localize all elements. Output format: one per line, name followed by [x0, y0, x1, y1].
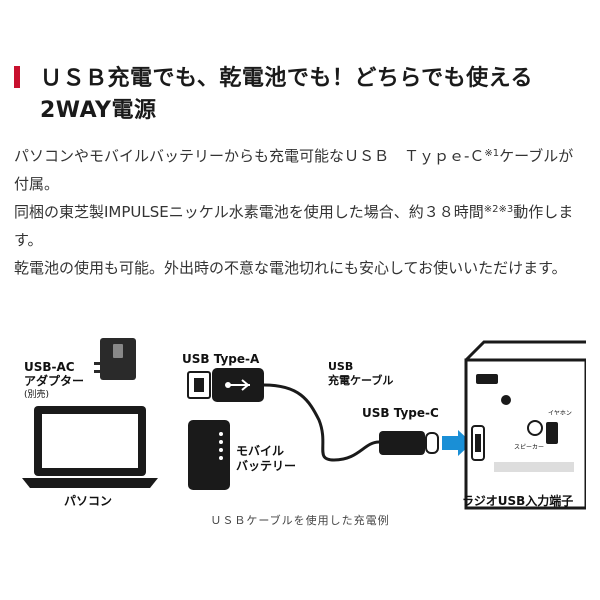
usb-type-a-plug-icon — [187, 368, 264, 402]
pc-label: パソコン — [64, 494, 113, 508]
figure-caption: ＵＳＢケーブルを使用した充電例 — [210, 514, 390, 527]
usb-type-c-plug-icon — [379, 431, 439, 455]
paragraph-battery-life: 同梱の東芝製IMPULSEニッケル水素電池を使用した場合、約３８時間※2※3動作… — [14, 203, 574, 249]
speaker-label: スピーカー — [514, 444, 545, 451]
heading-line-2: 2WAY電源 — [40, 98, 157, 123]
mobile-battery-icon — [188, 420, 230, 490]
paragraph-cable: パソコンやモバイルバッテリーからも充電可能なＵＳＢ Ｔｙｐｅ-Ｃ※1ケーブルが付… — [14, 147, 574, 193]
earphone-label: イヤホン — [548, 410, 572, 417]
laptop-icon — [22, 406, 158, 488]
usb-type-a-label: USB Type-A — [182, 352, 260, 366]
charging-diagram: USB-AC アダプター (別売) パソコン USB Type-A USB 充電… — [14, 330, 586, 512]
usb-cable-line — [263, 383, 380, 462]
radio-usb-port-label: ラジオUSB入力端子 — [462, 494, 574, 508]
diagram-illustration — [22, 338, 586, 510]
paragraph-dry-cell: 乾電池の使用も可能。外出時の不意な電池切れにも安心してお使いいただけます。 — [14, 259, 567, 277]
ac-adapter-icon — [94, 338, 136, 380]
radio-device-icon — [464, 340, 586, 510]
usb-ac-adapter-label: USB-AC アダプター (別売) — [24, 360, 85, 400]
heading-accent-bar — [14, 66, 20, 88]
usb-type-c-label: USB Type-C — [362, 406, 439, 420]
mobile-battery-label: モバイル バッテリー — [236, 444, 297, 473]
usb-cable-label: USB 充電ケーブル — [328, 360, 394, 387]
description: パソコンやモバイルバッテリーからも充電可能なＵＳＢ Ｔｙｐｅ-Ｃ※1ケーブルが付… — [14, 142, 586, 282]
heading-line-1: ＵＳＢ充電でも、乾電池でも！どちらでも使える — [40, 66, 534, 91]
